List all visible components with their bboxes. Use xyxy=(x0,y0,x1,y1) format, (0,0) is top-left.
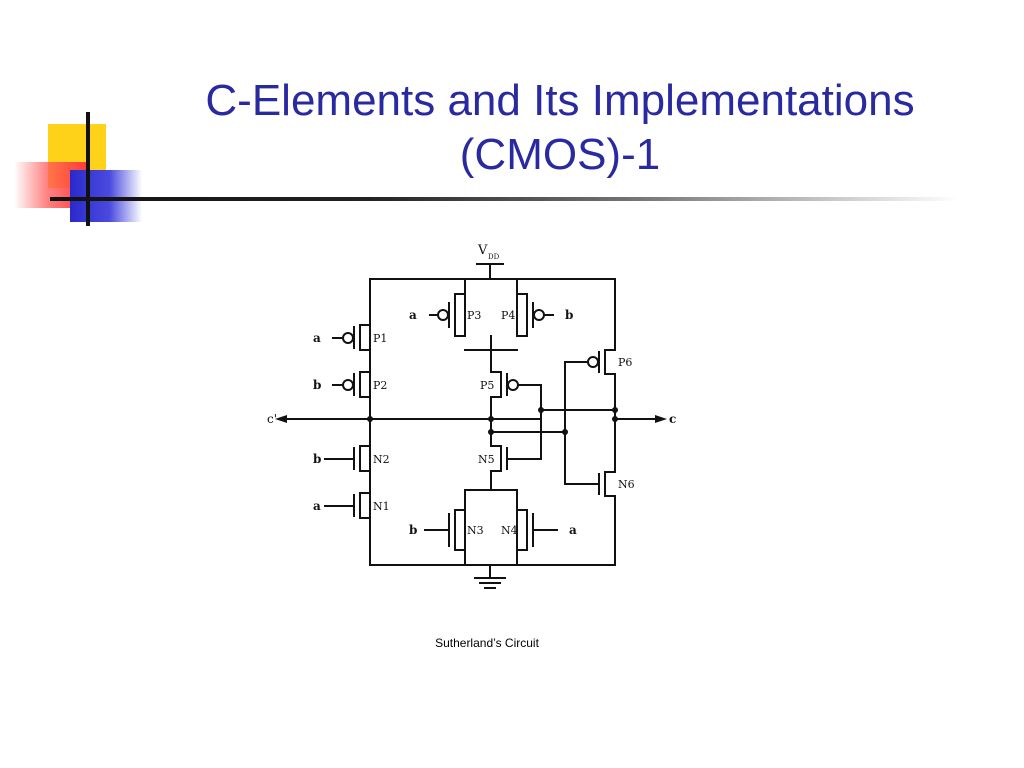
n4-gate-input: a xyxy=(569,523,577,537)
title-line-2: (CMOS)-1 xyxy=(459,130,661,179)
ornament-vertical-line xyxy=(86,112,90,226)
vdd-subscript: DD xyxy=(488,253,500,261)
vdd-label: V xyxy=(477,243,488,258)
p3-label: P3 xyxy=(467,309,481,322)
n4-label: N4 xyxy=(501,524,518,537)
n1-gate-input: a xyxy=(313,499,321,513)
figure-caption: Sutherland’s Circuit xyxy=(435,636,539,650)
p6-label: P6 xyxy=(618,356,632,369)
n3-label: N3 xyxy=(467,524,484,537)
n1-label: N1 xyxy=(373,500,390,513)
output-c-prime-label: c' xyxy=(267,412,277,426)
p1-gate-input: a xyxy=(313,331,321,345)
title-underline xyxy=(50,197,960,201)
p4-gate-input: b xyxy=(565,308,573,322)
p2-gate-input: b xyxy=(313,378,321,392)
output-c-label: c xyxy=(669,412,676,426)
n3-gate-input: b xyxy=(409,523,417,537)
n5-label: N5 xyxy=(478,453,495,466)
n6-label: N6 xyxy=(618,478,635,491)
slide-title: C-Elements and Its Implementations (CMOS… xyxy=(130,74,990,182)
p3-gate-input: a xyxy=(409,308,417,322)
n2-gate-input: b xyxy=(313,452,321,466)
title-line-1: C-Elements and Its Implementations xyxy=(205,76,915,125)
c-element-cmos-circuit-diagram: V DD P1 P2 N2 N1 P3 P4 P5 N5 N3 N4 P6 N6… xyxy=(267,243,676,589)
p2-label: P2 xyxy=(373,379,387,392)
n2-label: N2 xyxy=(373,453,390,466)
p5-label: P5 xyxy=(480,379,494,392)
p1-label: P1 xyxy=(373,332,387,345)
p4-label: P4 xyxy=(501,309,515,322)
ornament-blue-square xyxy=(70,170,142,222)
